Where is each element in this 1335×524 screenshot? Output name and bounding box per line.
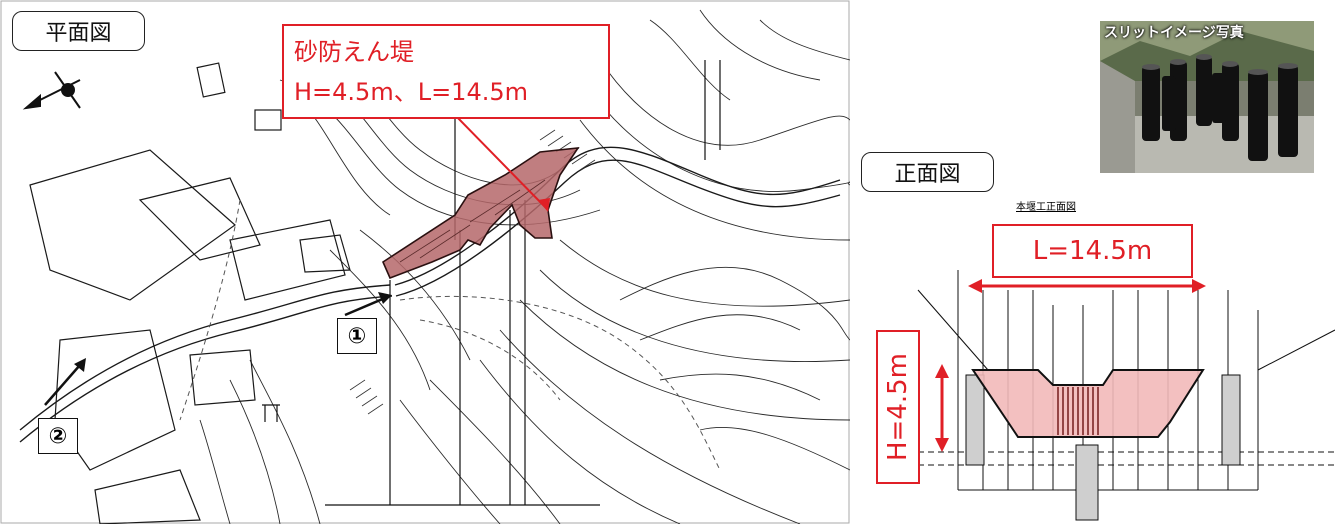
height-arrow-bottom xyxy=(935,438,949,452)
marker-2-arrow xyxy=(44,364,81,406)
plan-view: 平面図 砂防えん堤 H=4.5m、L=14.5m ① ② xyxy=(0,0,850,524)
marker-1-arrowhead xyxy=(378,292,392,304)
dam-callout-name: 砂防えん堤 xyxy=(294,38,414,66)
height-arrow-top xyxy=(935,364,949,378)
front-footings xyxy=(965,374,1241,521)
sabo-dam-footprint xyxy=(381,147,580,280)
plan-view-title: 平面図 xyxy=(12,11,145,51)
marker-2: ② xyxy=(38,418,78,454)
section-lines xyxy=(325,60,721,506)
slit-photo-illustration xyxy=(1100,21,1314,173)
shrine-gate-icon xyxy=(262,404,280,422)
callout-leader xyxy=(454,114,549,211)
front-view-title: 正面図 xyxy=(861,152,994,192)
front-slit-members xyxy=(1057,387,1099,435)
length-dimension-label: L=14.5m xyxy=(992,224,1193,278)
dam-callout-box: 砂防えん堤 H=4.5m、L=14.5m xyxy=(282,24,610,119)
marker-2-arrowhead xyxy=(74,358,86,372)
callout-arrowhead xyxy=(538,198,550,212)
marker-1-arrow xyxy=(344,296,386,317)
front-drawing xyxy=(917,259,1335,521)
length-arrow-left xyxy=(968,279,982,293)
height-dimension-label: H=4.5m xyxy=(883,352,913,462)
dam-hatch xyxy=(399,179,546,263)
dashed-paths xyxy=(179,199,721,471)
front-view: 本堰工正面図 L=14.5m H=4.5m xyxy=(858,190,1335,524)
slit-image-photo: スリットイメージ写真 xyxy=(1100,21,1314,173)
north-arrow-icon xyxy=(22,71,81,110)
photo-caption: スリットイメージ写真 xyxy=(1104,25,1244,41)
marker-1: ① xyxy=(337,318,377,354)
dam-callout-dimensions: H=4.5m、L=14.5m xyxy=(294,78,528,106)
length-arrow-right xyxy=(1192,279,1206,293)
height-dimension-box: H=4.5m xyxy=(876,330,920,484)
front-drawing-title: 本堰工正面図 xyxy=(1016,202,1076,213)
